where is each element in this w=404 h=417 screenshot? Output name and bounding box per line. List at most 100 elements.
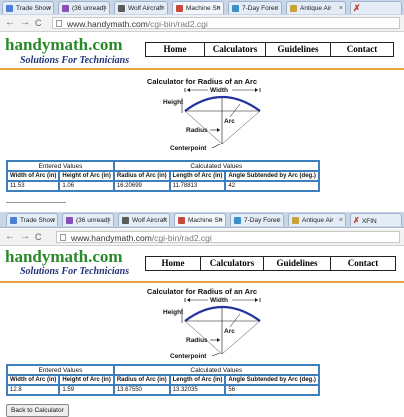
browser-tab[interactable]: 7-Day Forec× <box>228 1 282 14</box>
browser-tab[interactable]: (36 unread)× <box>62 213 114 226</box>
close-icon[interactable]: × <box>276 217 281 224</box>
tab-label: Machine Sh <box>188 217 223 224</box>
url-path: /cgi-bin/rad2.cgi <box>147 19 208 29</box>
value-length: 11.78813 <box>168 180 227 192</box>
close-icon[interactable]: × <box>338 217 343 224</box>
browser-tab[interactable]: Wolf Aircraft× <box>118 213 170 226</box>
tab-favicon-icon <box>118 5 125 12</box>
site-menu: Home Calculators Guidelines Contact <box>145 256 396 271</box>
results-table: Entered Values Calculated Values Width o… <box>5 364 320 396</box>
arc-diagram: Width Height Arc Radius Centerpoint <box>163 297 261 360</box>
close-icon[interactable]: × <box>106 217 111 224</box>
tab-favicon-icon <box>234 217 241 224</box>
menu-item-calculators[interactable]: Calculators <box>205 43 266 56</box>
tab-label: Wolf Aircraft <box>128 5 163 12</box>
entered-values-header: Entered Values <box>6 160 115 172</box>
tab-label: Wolf Aircraft <box>132 217 167 224</box>
browser-tab[interactable]: 7-Day Forec× <box>230 213 284 226</box>
xfin-favicon-icon: ✗ <box>353 216 362 225</box>
menu-item-contact[interactable]: Contact <box>347 258 379 268</box>
value-angle: 56 <box>224 384 320 396</box>
browser-tab[interactable]: Antique Air × <box>286 1 346 14</box>
forward-icon[interactable]: → <box>20 17 30 28</box>
browser-tab[interactable]: Wolf Aircraft× <box>114 1 168 14</box>
close-icon[interactable]: × <box>50 217 55 224</box>
results-table: Entered Values Calculated Values Width o… <box>5 160 320 192</box>
forward-icon[interactable]: → <box>20 231 30 242</box>
browser-tab[interactable]: Antique Air× <box>288 213 346 226</box>
back-to-calculator-button[interactable]: Back to Calculator <box>6 404 69 417</box>
col-height-of-arc: Height of Arc (in) <box>58 374 115 386</box>
tab-label: XFIN <box>361 218 377 225</box>
address-bar[interactable]: www.handymath.com/cgi-bin/rad2.cgi <box>52 17 400 29</box>
tab-favicon-icon <box>122 217 129 224</box>
value-width: 12.8 <box>5 384 61 396</box>
tab-label: Trade Show <box>16 5 51 12</box>
label-width: Width <box>210 87 228 94</box>
tab-label: Antique Air <box>300 5 332 12</box>
menu-item-home[interactable]: Home <box>146 257 201 270</box>
label-centerpoint: Centerpoint <box>170 145 207 152</box>
close-icon[interactable]: × <box>46 5 51 12</box>
value-width: 11.53 <box>5 180 61 192</box>
tab-favicon-icon <box>290 5 297 12</box>
tab-favicon-icon <box>176 5 183 12</box>
browser-tab[interactable]: Trade Show× <box>2 1 54 14</box>
navigation-bar: ← → C www.handymath.com/cgi-bin/rad2.cgi <box>0 15 404 32</box>
tab-label: (36 unread) <box>72 5 106 12</box>
page-icon <box>56 20 62 27</box>
menu-item-guidelines[interactable]: Guidelines <box>264 257 331 270</box>
close-icon[interactable]: × <box>218 217 223 224</box>
menu-item-guidelines[interactable]: Guidelines <box>266 43 331 56</box>
tab-favicon-icon <box>66 217 73 224</box>
close-icon[interactable]: × <box>162 217 167 224</box>
address-bar[interactable]: www.handymath.com/cgi-bin/rad2.cgi <box>56 231 400 243</box>
browser-tab[interactable]: ✗ XFIN <box>350 213 402 226</box>
label-arc: Arc <box>224 328 235 335</box>
site-logo[interactable]: handymath.com <box>5 35 123 54</box>
divider <box>6 202 66 203</box>
browser-tab[interactable]: ✗ <box>350 1 402 14</box>
label-height: Height <box>163 309 184 316</box>
close-icon[interactable]: × <box>160 5 165 12</box>
menu-item-home[interactable]: Home <box>146 43 205 56</box>
site-tagline: Solutions For Technicians <box>20 55 130 66</box>
reload-icon[interactable]: C <box>35 18 42 28</box>
value-radius: 13.67550 <box>112 384 171 396</box>
tab-label: 7-Day Forec <box>242 5 278 12</box>
site-menu: Home Calculators Guidelines Contact <box>145 42 394 57</box>
calculator-title: Calculator for Radius of an Arc <box>146 287 258 296</box>
menu-item-contact[interactable]: Contact <box>346 44 378 54</box>
value-angle: 42 <box>224 180 320 192</box>
close-icon[interactable]: × <box>338 5 343 12</box>
col-angle-subtended: Angle Subtended by Arc (deg.) <box>224 170 320 182</box>
close-icon[interactable]: × <box>274 5 279 12</box>
label-centerpoint: Centerpoint <box>170 353 207 360</box>
page-icon <box>60 234 66 241</box>
label-width: Width <box>210 297 228 304</box>
tab-favicon-icon <box>292 217 299 224</box>
site-logo[interactable]: handymath.com <box>5 247 123 266</box>
table-row: 12.8 1.59 13.67550 13.32035 56 <box>5 384 320 396</box>
tab-favicon-icon <box>10 217 17 224</box>
browser-tab[interactable]: Trade Show× <box>6 213 58 226</box>
tab-label: Trade Show <box>20 217 55 224</box>
reload-icon[interactable]: C <box>35 232 42 242</box>
close-icon[interactable]: × <box>216 5 221 12</box>
arc-diagram: Width Height Arc Radius Centerpoint <box>163 87 261 152</box>
col-radius-of-arc: Radius of Arc (in) <box>112 170 171 182</box>
navigation-bar: ← → C www.handymath.com/cgi-bin/rad2.cgi <box>0 229 404 246</box>
menu-item-calculators[interactable]: Calculators <box>201 257 264 270</box>
tab-bar: Trade Show× (36 unread)× Wolf Aircraft× … <box>0 212 404 228</box>
calculated-values-header: Calculated Values <box>112 160 320 172</box>
calculator-title: Calculator for Radius of an Arc <box>146 77 258 86</box>
label-radius: Radius <box>186 127 208 134</box>
back-icon[interactable]: ← <box>5 17 15 28</box>
close-icon[interactable]: × <box>102 5 107 12</box>
calculated-values-header: Calculated Values <box>112 364 320 376</box>
browser-tab-active[interactable]: Machine Sh× <box>172 1 224 14</box>
label-arc: Arc <box>224 118 235 125</box>
browser-tab[interactable]: (36 unread)× <box>58 1 110 14</box>
browser-tab-active[interactable]: Machine Sh× <box>174 213 226 226</box>
back-icon[interactable]: ← <box>5 231 15 242</box>
